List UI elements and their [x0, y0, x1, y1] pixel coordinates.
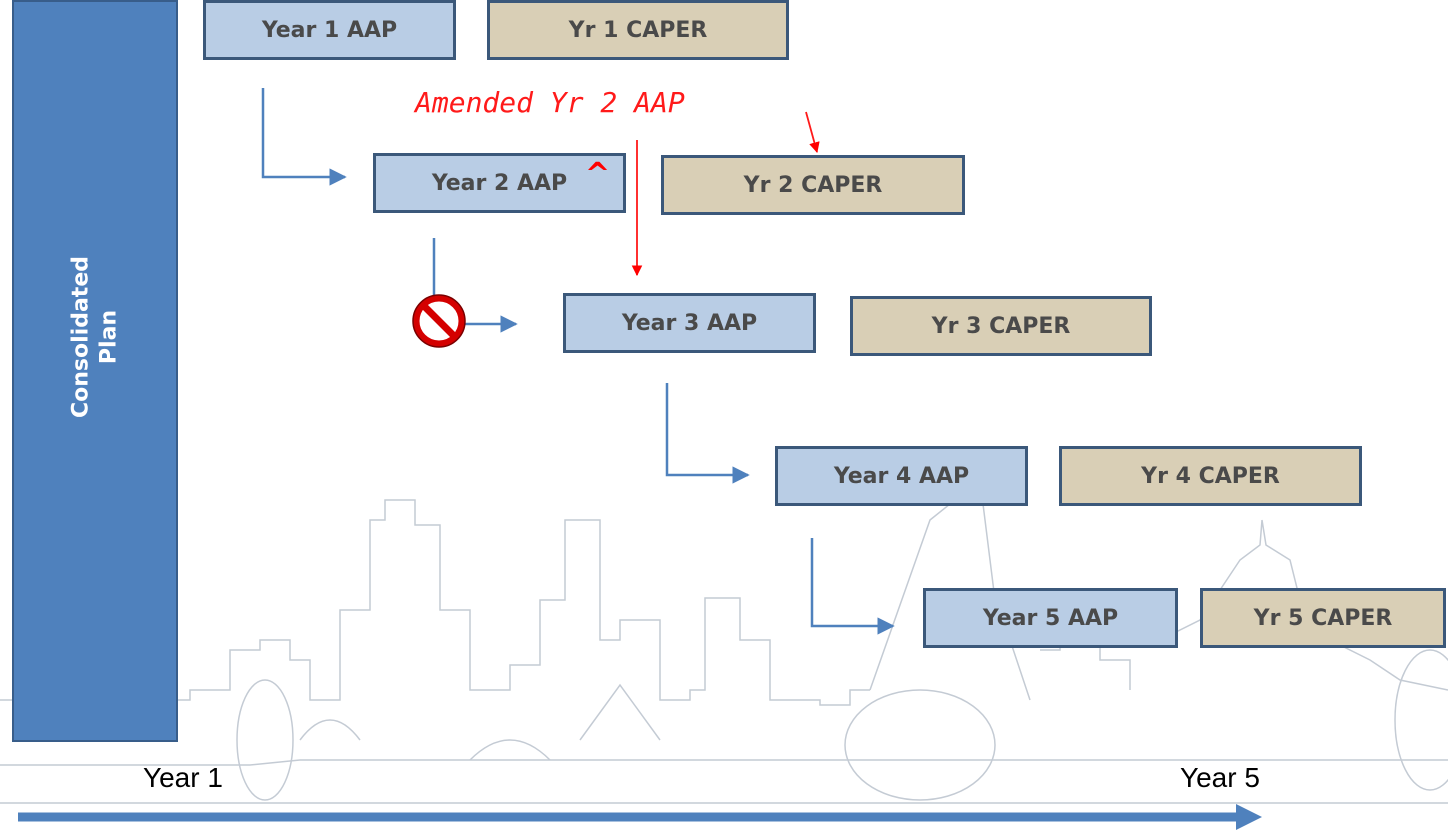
year-1-aap-box: Year 1 AAP	[203, 0, 456, 60]
connector-year-1-to-2	[261, 88, 347, 186]
connector-year-4-to-5	[810, 538, 895, 635]
amendment-arrow-to-caper	[805, 111, 820, 154]
year-5-aap-box: Year 5 AAP	[923, 588, 1178, 648]
timeline-arrow-head	[1236, 804, 1262, 830]
amended-yr-2-aap-annotation: Amended Yr 2 AAP	[415, 86, 685, 119]
year-3-aap-box: Year 3 AAP	[563, 293, 816, 353]
timeline-end-label: Year 5	[1180, 762, 1260, 793]
year-4-aap-box: Year 4 AAP	[775, 446, 1028, 506]
yr-4-caper-box: Yr 4 CAPER	[1059, 446, 1362, 506]
timeline-start-label: Year 1	[143, 762, 223, 793]
yr-2-caper-box: Yr 2 CAPER	[661, 155, 965, 215]
yr-5-caper-box: Yr 5 CAPER	[1200, 588, 1446, 648]
connector-year-3-to-4	[665, 383, 750, 484]
consolidated-plan-bar	[12, 0, 178, 742]
year-2-aap-box: Year 2 AAP	[373, 153, 626, 213]
yr-3-caper-box: Yr 3 CAPER	[850, 296, 1152, 356]
insertion-caret: ^	[585, 157, 611, 192]
no-entry-icon	[412, 294, 466, 348]
yr-1-caper-box: Yr 1 CAPER	[487, 0, 789, 60]
